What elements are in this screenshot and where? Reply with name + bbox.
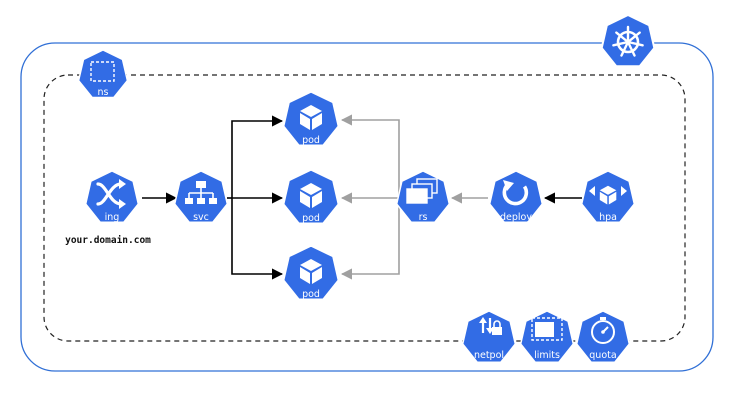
edge-svc-pod3 <box>231 198 284 280</box>
hierarchy-icon <box>185 181 217 204</box>
node-netpol: netpol <box>461 310 517 364</box>
node-label: deploy <box>500 212 532 223</box>
stacked-windows-icon <box>406 178 438 204</box>
edge-rs-pod3 <box>340 198 400 280</box>
shuffle-icon <box>96 179 126 209</box>
node-label: ns <box>98 87 109 98</box>
edge-rs-pod1 <box>340 114 400 198</box>
refresh-icon <box>502 180 529 206</box>
node-pod-1: pod <box>282 91 340 146</box>
node-label: pod <box>302 289 320 300</box>
node-label: quota <box>589 350 616 361</box>
node-rs: rs <box>395 170 451 224</box>
edge-svc-pod1 <box>231 115 284 198</box>
node-pod-3: pod <box>282 245 340 300</box>
node-svc: svc <box>173 170 229 224</box>
connectors <box>142 114 582 280</box>
node-deploy: deploy <box>488 170 544 224</box>
cluster-border <box>20 42 714 372</box>
node-label: pod <box>302 135 320 146</box>
node-label: svc <box>193 212 209 223</box>
kubernetes-logo <box>600 14 656 68</box>
domain-text: your.domain.com <box>65 235 151 246</box>
node-ns: ns <box>77 49 129 99</box>
cube-icon <box>300 105 322 130</box>
cube-icon <box>300 259 322 284</box>
node-label: rs <box>419 212 428 223</box>
node-label: pod <box>302 213 320 224</box>
node-label: netpol <box>474 350 504 361</box>
namespace-border <box>43 74 686 342</box>
namespace-icon <box>90 61 115 82</box>
node-limits: limits <box>519 310 575 364</box>
kubernetes-wheel-icon <box>612 25 644 57</box>
cube-arrows-icon <box>589 185 627 205</box>
gauge-icon <box>591 317 615 344</box>
cube-icon <box>300 183 322 208</box>
node-label: limits <box>534 350 560 361</box>
node-ing: ing <box>84 170 140 224</box>
limits-box-icon <box>531 317 563 341</box>
node-label: ing <box>105 212 120 223</box>
node-pod-2: pod <box>282 169 340 224</box>
node-hpa: hpa <box>580 170 636 224</box>
node-quota: quota <box>575 310 631 364</box>
node-label: hpa <box>599 212 617 223</box>
network-lock-icon <box>479 317 502 335</box>
